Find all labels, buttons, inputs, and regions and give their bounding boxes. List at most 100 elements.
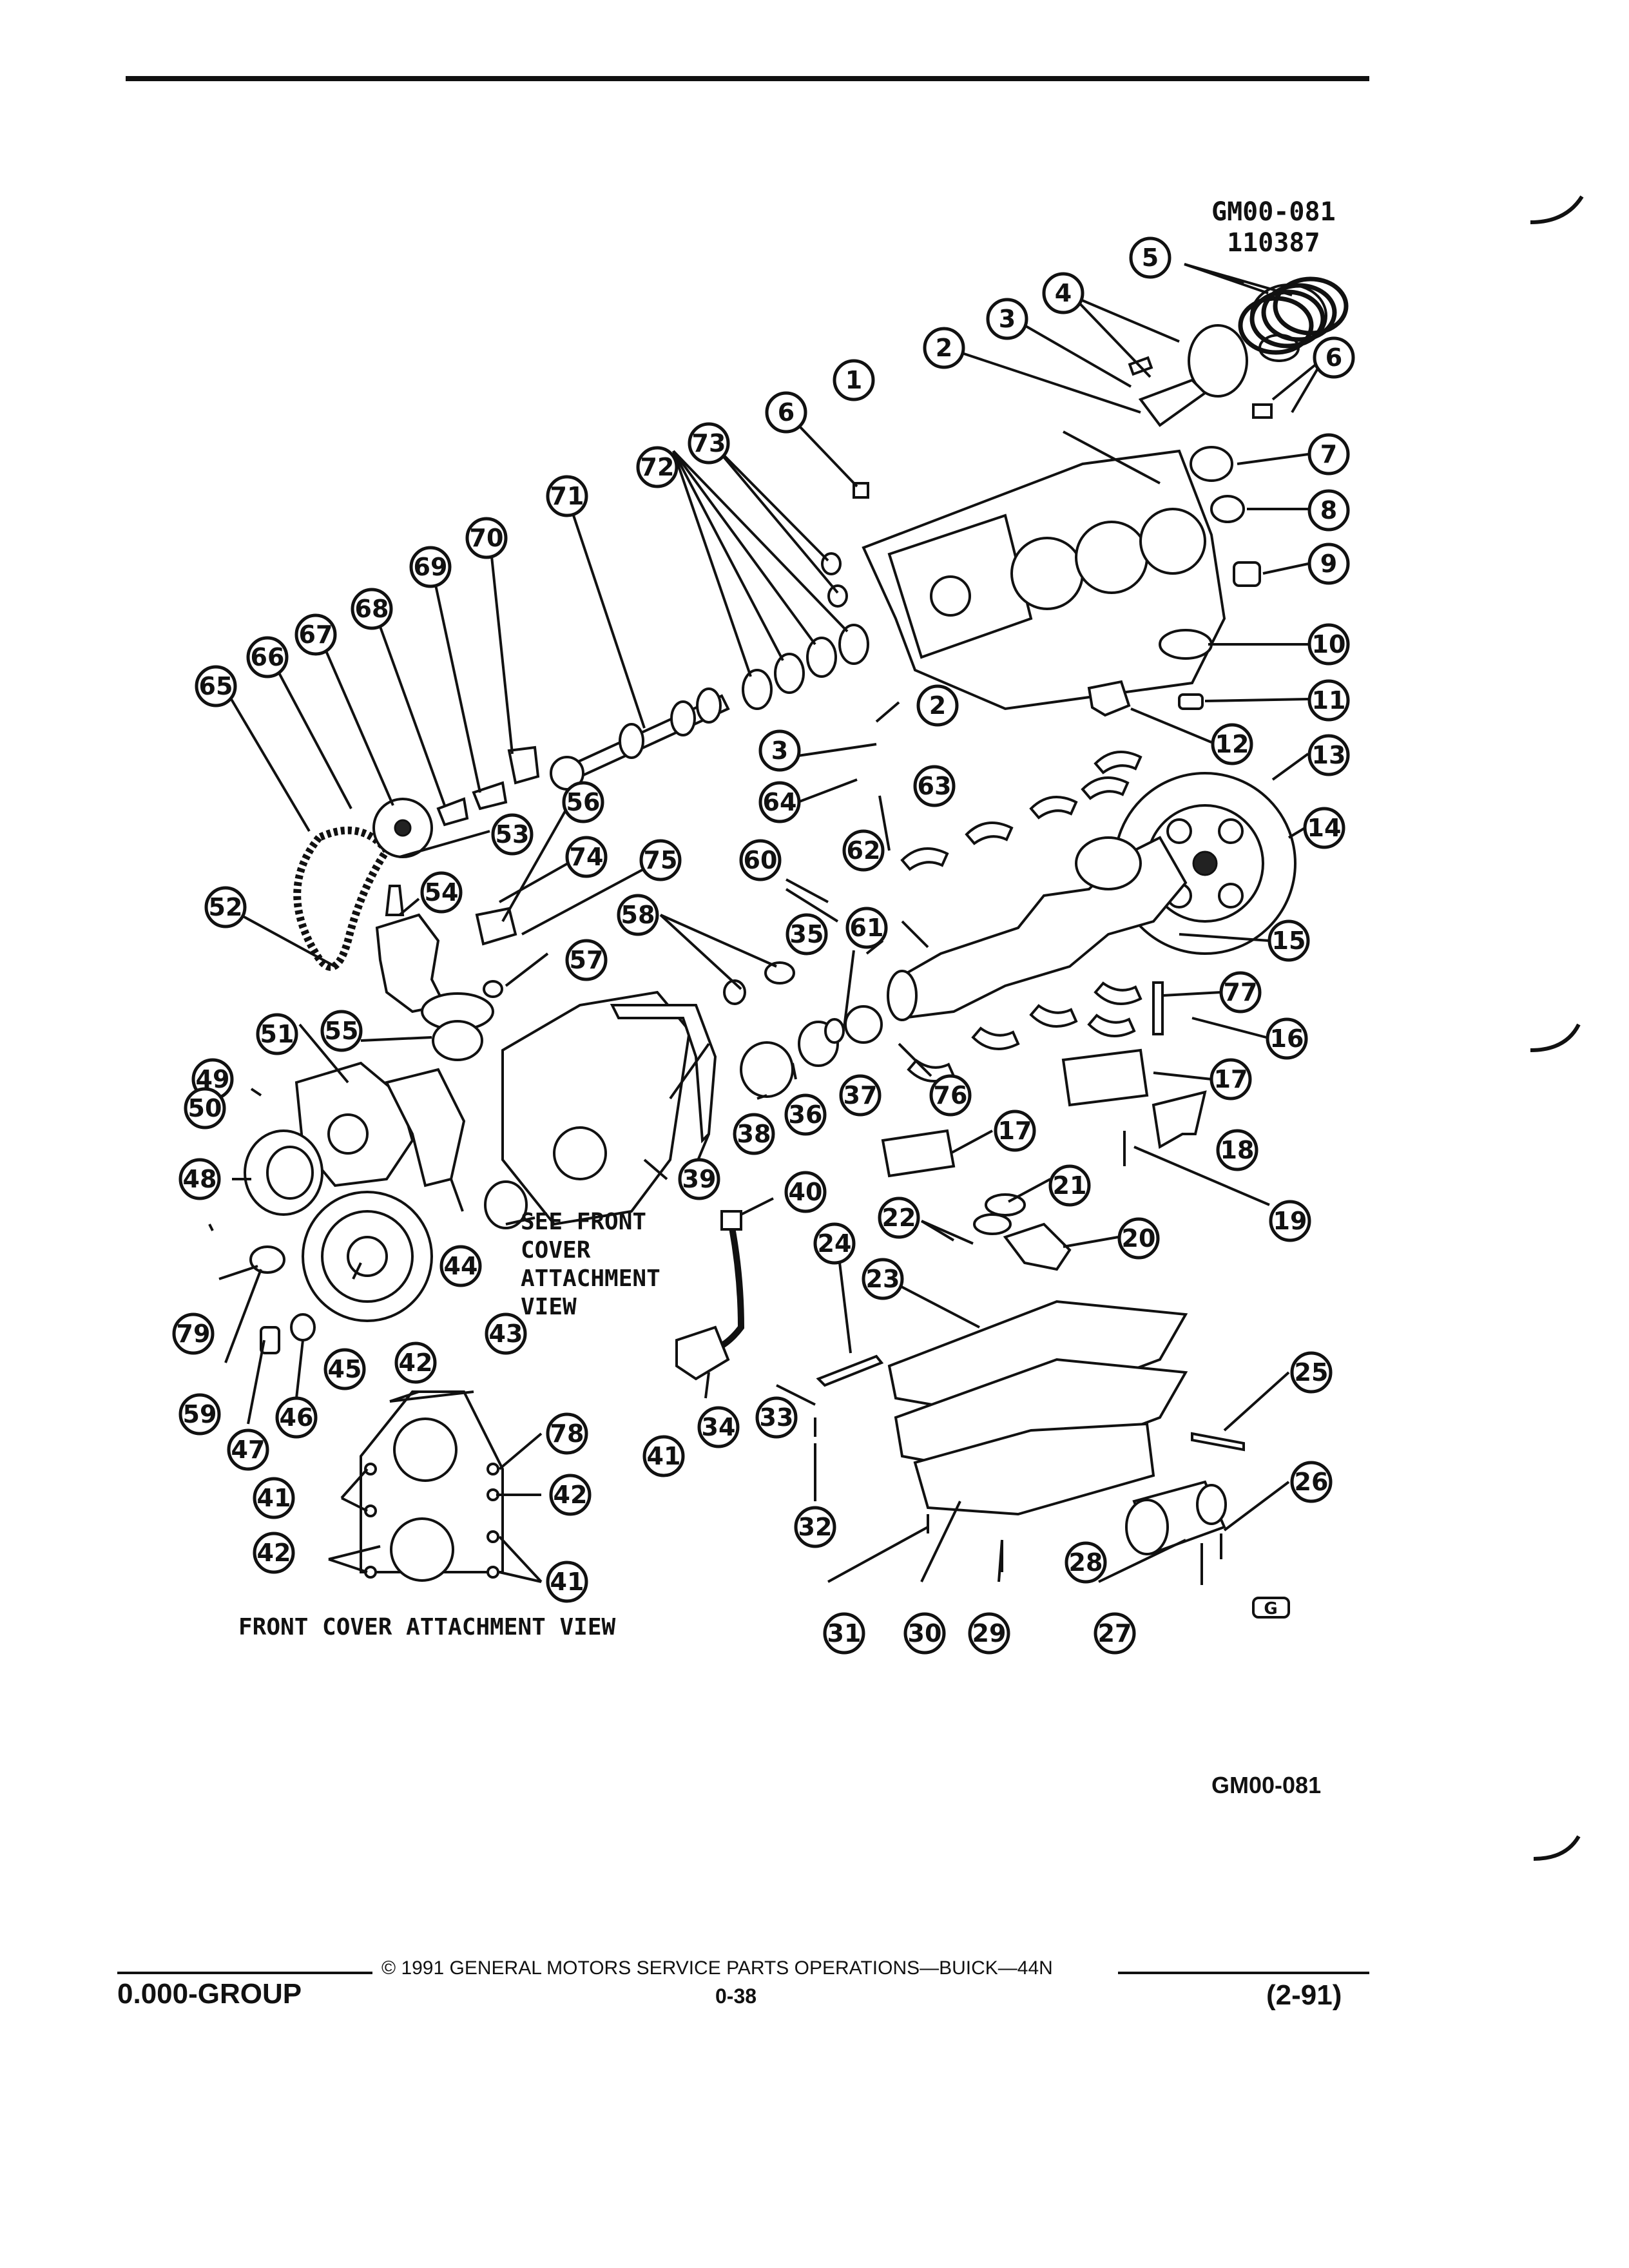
svg-text:53: 53 <box>496 820 530 849</box>
callout-68: 68 <box>351 588 393 630</box>
svg-text:6: 6 <box>778 398 795 427</box>
oil-filter-55 <box>432 1020 483 1061</box>
callout-42-view-a: 42 <box>394 1341 437 1384</box>
svg-text:14: 14 <box>1307 814 1342 842</box>
cover-56 <box>475 907 517 946</box>
housing-12 <box>1087 680 1131 717</box>
svg-text:67: 67 <box>299 620 333 649</box>
bolt-25 <box>1191 1432 1245 1452</box>
callout-13: 13 <box>1307 734 1350 776</box>
starter <box>1125 1480 1227 1555</box>
callout-41-view-b: 41 <box>546 1561 588 1603</box>
plug-58b <box>764 961 795 985</box>
svg-text:40: 40 <box>789 1178 823 1206</box>
svg-text:60: 60 <box>744 846 778 874</box>
svg-text:52: 52 <box>209 893 243 921</box>
callout-1: 1 <box>833 359 875 401</box>
callout-18: 18 <box>1216 1129 1258 1171</box>
plug-6b <box>853 482 869 499</box>
svg-text:42: 42 <box>399 1349 433 1377</box>
callout-7: 7 <box>1307 433 1350 476</box>
seal-10 <box>1159 629 1213 660</box>
svg-text:4: 4 <box>1055 279 1072 307</box>
bolt-47 <box>260 1326 280 1354</box>
svg-text:74: 74 <box>570 843 604 871</box>
oring-35 <box>824 1018 845 1044</box>
callout-69: 69 <box>409 546 452 588</box>
callout-20: 20 <box>1117 1217 1160 1260</box>
callout-33: 33 <box>755 1396 798 1439</box>
svg-text:13: 13 <box>1312 741 1346 769</box>
seal-43 <box>484 1180 528 1229</box>
callout-63: 63 <box>913 765 956 807</box>
callout-28: 28 <box>1065 1541 1107 1584</box>
svg-text:42: 42 <box>257 1539 291 1567</box>
damper-pulley <box>244 1129 323 1216</box>
cap-59 <box>249 1245 285 1274</box>
callout-11: 11 <box>1307 679 1350 722</box>
callouts: 5 4 3 2 1 6 6 7 8 9 10 11 12 13 14 15 16… <box>172 236 1355 1655</box>
svg-text:48: 48 <box>183 1165 217 1193</box>
callout-32: 32 <box>794 1506 836 1548</box>
callout-41-main: 41 <box>642 1435 685 1477</box>
callout-73: 73 <box>688 422 730 465</box>
callout-42-view-c: 42 <box>253 1532 295 1574</box>
callout-6a: 6 <box>1313 336 1355 379</box>
callout-59: 59 <box>178 1393 221 1436</box>
svg-text:36: 36 <box>789 1100 823 1129</box>
callout-47: 47 <box>227 1428 269 1471</box>
callout-15: 15 <box>1268 919 1310 962</box>
callout-14: 14 <box>1303 807 1345 849</box>
callout-44: 44 <box>439 1245 482 1287</box>
svg-text:11: 11 <box>1312 686 1346 715</box>
edge-mark-3 <box>1533 1835 1581 1861</box>
callout-55: 55 <box>320 1010 363 1052</box>
svg-text:57: 57 <box>570 946 604 974</box>
oring-57 <box>483 980 503 998</box>
svg-text:44: 44 <box>444 1252 478 1280</box>
svg-text:58: 58 <box>621 901 655 929</box>
callout-23: 23 <box>862 1258 904 1300</box>
callout-26: 26 <box>1290 1461 1333 1503</box>
main-cap-17a <box>1061 1048 1149 1107</box>
see-note-line-4: VIEW <box>521 1294 577 1320</box>
svg-text:51: 51 <box>260 1020 294 1048</box>
cam-bearing-1 <box>742 669 773 710</box>
svg-text:45: 45 <box>328 1355 362 1383</box>
timing-chain <box>293 826 392 971</box>
crank-sprocket-61 <box>844 1005 883 1044</box>
svg-text:2: 2 <box>936 334 952 362</box>
main-bearings <box>900 751 1142 1082</box>
callout-43: 43 <box>485 1312 527 1355</box>
svg-text:5: 5 <box>1142 244 1159 272</box>
callout-17a: 17 <box>1210 1058 1252 1100</box>
svg-text:3: 3 <box>771 736 788 765</box>
callout-58: 58 <box>617 894 659 936</box>
svg-text:55: 55 <box>325 1017 359 1045</box>
callout-17b: 17 <box>994 1110 1036 1152</box>
spring-68 <box>436 797 469 827</box>
edge-mark-2 <box>1530 1023 1581 1052</box>
svg-text:61: 61 <box>850 914 884 942</box>
callout-48: 48 <box>178 1158 221 1200</box>
svg-text:6: 6 <box>1325 343 1342 372</box>
callout-53: 53 <box>491 813 534 856</box>
front-cover-attachment-view <box>360 1390 504 1582</box>
callout-31: 31 <box>823 1612 865 1655</box>
oil-slinger-36 <box>740 1041 794 1098</box>
callout-57: 57 <box>565 939 608 981</box>
svg-text:20: 20 <box>1122 1224 1156 1253</box>
cam-sprocket <box>372 798 433 858</box>
cam-bearing-2 <box>774 653 805 694</box>
svg-text:46: 46 <box>280 1403 314 1432</box>
callout-67: 67 <box>294 613 337 656</box>
svg-text:9: 9 <box>1320 550 1337 578</box>
svg-text:42: 42 <box>554 1481 588 1509</box>
washer-46 <box>290 1313 316 1341</box>
svg-text:41: 41 <box>550 1568 584 1596</box>
gasket-38 <box>610 1004 717 1144</box>
sender-53 <box>385 885 405 916</box>
svg-text:73: 73 <box>692 429 726 457</box>
front-cover-view-label: FRONT COVER ATTACHMENT VIEW <box>238 1614 616 1640</box>
